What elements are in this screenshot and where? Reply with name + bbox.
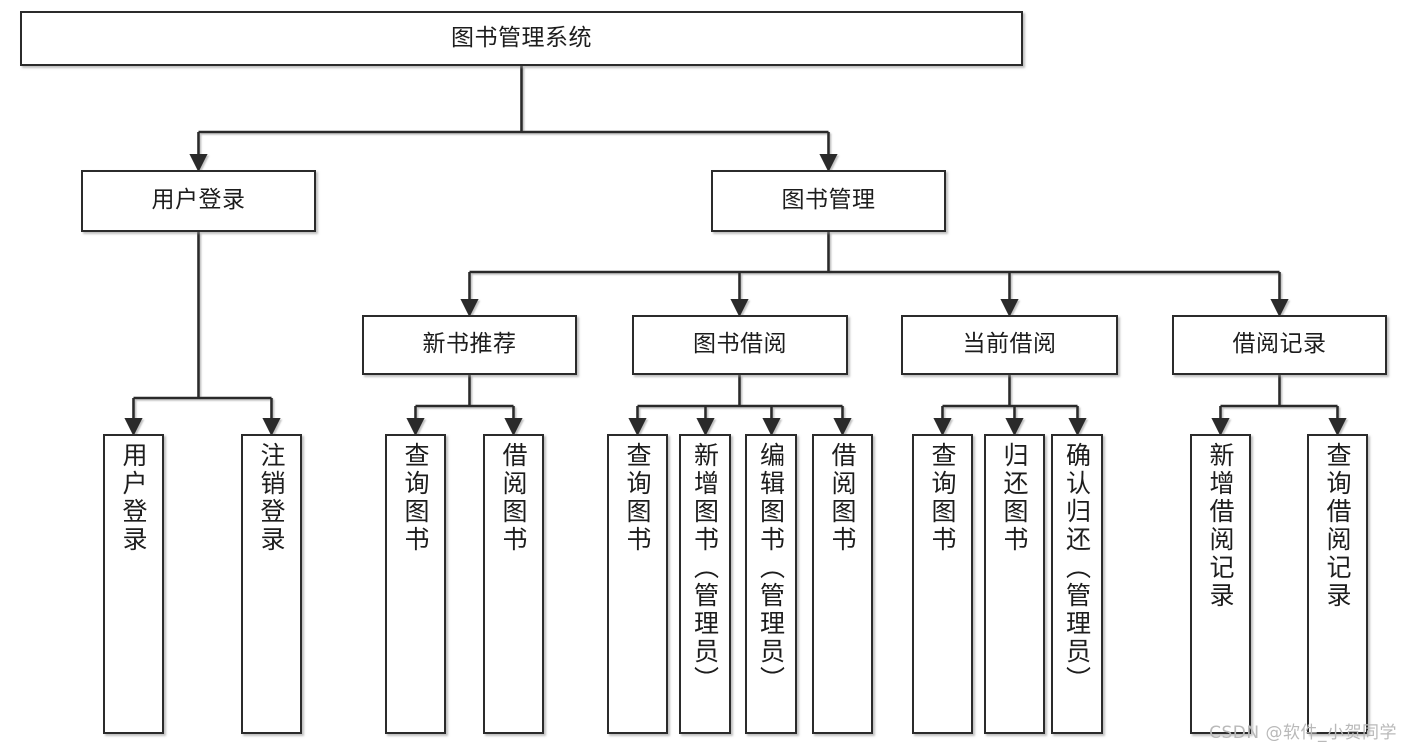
node-leaf-add-book-label: 新增图书（管理员） (690, 442, 720, 694)
node-leaf-query-book-2-label: 查询图书 (623, 442, 652, 554)
node-leaf-confirm-return-label: 确认归还（管理员） (1062, 442, 1092, 694)
node-user-login[interactable]: 用户登录 (81, 170, 316, 232)
node-leaf-user-login[interactable]: 用户登录 (103, 434, 164, 734)
node-leaf-return-book[interactable]: 归还图书 (984, 434, 1045, 734)
node-leaf-query-book-1-label: 查询图书 (401, 442, 430, 554)
node-leaf-logout-label: 注销登录 (257, 442, 286, 554)
node-leaf-query-book-3-label: 查询图书 (928, 442, 957, 554)
node-leaf-confirm-return[interactable]: 确认归还（管理员） (1051, 434, 1103, 734)
node-leaf-borrow-book-1[interactable]: 借阅图书 (483, 434, 544, 734)
node-leaf-borrow-book-1-label: 借阅图书 (499, 442, 528, 554)
node-leaf-borrow-book-2[interactable]: 借阅图书 (812, 434, 873, 734)
node-leaf-query-book-1[interactable]: 查询图书 (385, 434, 446, 734)
node-leaf-add-book[interactable]: 新增图书（管理员） (679, 434, 731, 734)
node-book-manage[interactable]: 图书管理 (711, 170, 946, 232)
node-leaf-borrow-book-2-label: 借阅图书 (828, 442, 857, 554)
node-leaf-return-book-label: 归还图书 (1000, 442, 1029, 554)
node-leaf-logout[interactable]: 注销登录 (241, 434, 302, 734)
node-leaf-edit-book-label: 编辑图书（管理员） (756, 442, 786, 694)
node-book-borrow-label: 图书借阅 (693, 331, 787, 358)
node-leaf-add-record[interactable]: 新增借阅记录 (1190, 434, 1251, 734)
node-new-book-recommend[interactable]: 新书推荐 (362, 315, 577, 375)
node-root[interactable]: 图书管理系统 (20, 11, 1023, 66)
node-borrow-record[interactable]: 借阅记录 (1172, 315, 1387, 375)
node-user-login-label: 用户登录 (151, 187, 246, 214)
node-borrow-record-label: 借阅记录 (1232, 331, 1327, 358)
node-book-manage-label: 图书管理 (781, 187, 876, 214)
node-leaf-user-login-label: 用户登录 (119, 442, 148, 554)
node-leaf-query-record[interactable]: 查询借阅记录 (1307, 434, 1368, 734)
node-book-borrow[interactable]: 图书借阅 (632, 315, 848, 375)
node-current-borrow-label: 当前借阅 (962, 331, 1057, 358)
node-leaf-query-book-2[interactable]: 查询图书 (607, 434, 668, 734)
node-current-borrow[interactable]: 当前借阅 (901, 315, 1118, 375)
node-new-book-recommend-label: 新书推荐 (422, 331, 517, 358)
node-leaf-add-record-label: 新增借阅记录 (1206, 442, 1235, 610)
node-leaf-query-record-label: 查询借阅记录 (1323, 442, 1352, 610)
node-leaf-query-book-3[interactable]: 查询图书 (912, 434, 973, 734)
node-leaf-edit-book[interactable]: 编辑图书（管理员） (745, 434, 797, 734)
node-root-label: 图书管理系统 (451, 24, 592, 51)
